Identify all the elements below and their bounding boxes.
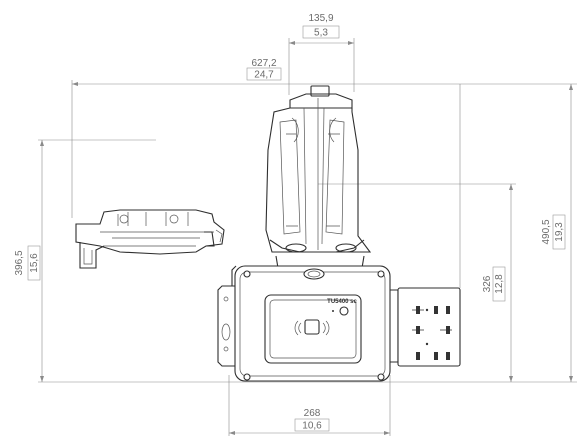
dim-left-height-mm: 396,5: [14, 250, 25, 275]
dim-overall-width-mm: 627,2: [251, 58, 276, 69]
dim-top-width-inch: 5,3: [314, 28, 328, 39]
dimension-labels: 135,9 5,3 627,2 24,7 396,5 15,6 326 12,8…: [14, 13, 566, 432]
wall-mount-plate: [397, 287, 461, 367]
dim-right-outer-height-mm: 490,5: [541, 219, 552, 244]
dim-bottom-width-mm: 268: [304, 408, 321, 419]
dim-right-inner-height-mm: 326: [482, 275, 493, 292]
status-led: [339, 306, 349, 316]
sensor-cylinder: [265, 85, 372, 269]
side-mount-bracket: [75, 209, 225, 269]
dim-right-outer-height-inch: 19,3: [554, 222, 565, 242]
dim-bottom-width-inch: 10,6: [302, 421, 322, 432]
model-label: TU5400 sc: [327, 299, 357, 305]
dim-left-height-inch: 15,6: [29, 253, 40, 273]
controller-housing: TU5400 sc: [217, 265, 399, 382]
dimension-lines: [38, 38, 577, 436]
rfid-reader-icon: [294, 319, 330, 336]
dim-overall-width-inch: 24,7: [254, 70, 274, 81]
dim-right-inner-height-inch: 12,8: [494, 274, 505, 294]
dim-top-width-mm: 135,9: [308, 13, 333, 24]
